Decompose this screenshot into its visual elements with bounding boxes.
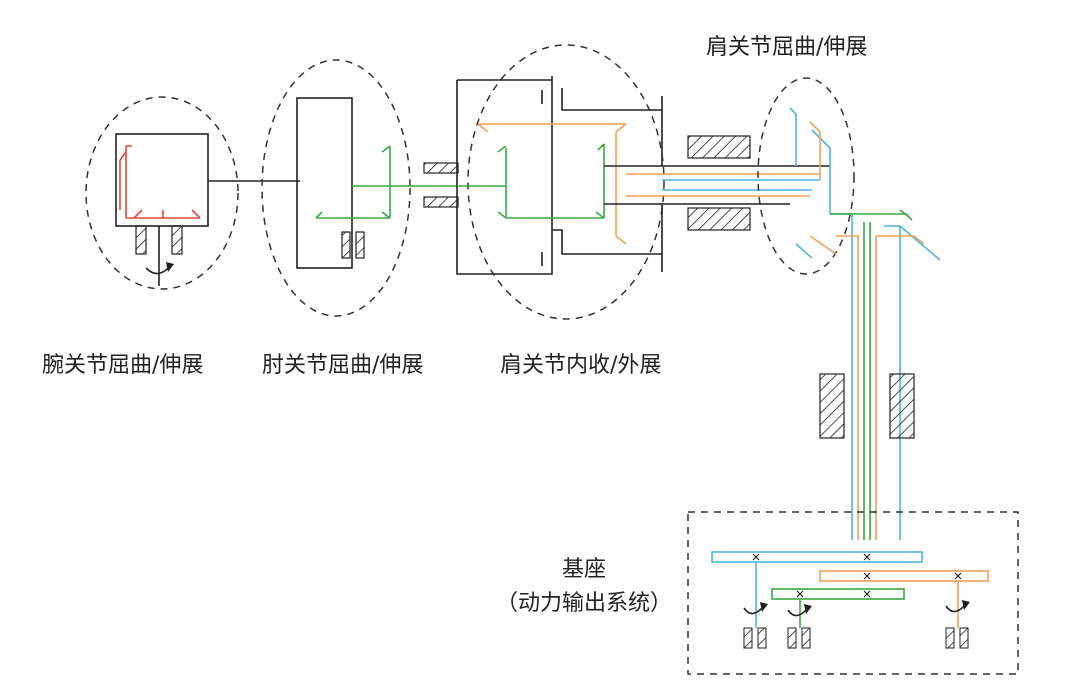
motor-bearing-1a xyxy=(743,627,753,649)
abduction-orange-top-ticks xyxy=(477,123,627,133)
wrist-joint: 腕关节屈曲/伸展 xyxy=(42,96,300,378)
wrist-housing xyxy=(115,133,209,227)
base-green-gear-bar xyxy=(771,588,905,600)
upper-arm-bearing-bottom xyxy=(687,207,751,231)
flexion-blue-right xyxy=(811,129,831,214)
elbow-green-gear-ticks xyxy=(381,145,391,219)
wrist-label: 腕关节屈曲/伸展 xyxy=(42,353,203,378)
link-bearing-top xyxy=(423,162,459,174)
wrist-dashed-boundary xyxy=(85,96,239,290)
elbow-dashed-boundary xyxy=(261,59,411,317)
motor-arrowhead-2 xyxy=(804,604,812,614)
abduction-orange-tick xyxy=(615,235,627,245)
wrist-rotation-arrowhead xyxy=(166,262,174,272)
motor-rotation-arrow-1 xyxy=(743,605,765,615)
elbow-joint: 肘关节屈曲/伸展 xyxy=(261,59,457,378)
wrist-bearing-right xyxy=(171,225,183,255)
motor-bearing-1b xyxy=(757,627,767,649)
elbow-bearing-left xyxy=(341,231,351,259)
flexion-orange-upper xyxy=(809,121,821,180)
column-bearing-right xyxy=(889,373,915,439)
flexion-orange-vertical-right xyxy=(875,235,925,540)
wrist-rotation-arrow xyxy=(145,265,171,275)
motor-arrowhead-3 xyxy=(962,600,970,610)
elbow-label: 肘关节屈曲/伸展 xyxy=(262,353,423,378)
flexion-orange-vertical-left xyxy=(809,235,859,540)
base-x-marks xyxy=(752,553,962,598)
flexion-blue-upper xyxy=(789,107,797,166)
shoulder-abduction-housing xyxy=(456,76,663,275)
base-orange-gear-bar xyxy=(819,570,989,582)
abduction-green-gear-right-ticks xyxy=(595,143,605,219)
elbow-bearing-right xyxy=(355,231,365,259)
abduction-green-gear-left-ticks xyxy=(497,145,507,219)
upper-arm-bearing-top xyxy=(687,135,751,159)
wrist-bearing-left xyxy=(135,225,147,255)
link-bearing-bottom xyxy=(423,196,459,208)
upper-arm-shaft xyxy=(604,135,830,231)
elbow-housing xyxy=(296,97,353,269)
base-subtitle: （动力输出系统） xyxy=(496,591,672,616)
column-bearing-left xyxy=(819,373,845,439)
shoulder-flexion-dashed-boundary xyxy=(757,77,855,275)
motor-arrowhead-1 xyxy=(760,602,768,612)
wrist-red-gear-vertical xyxy=(119,145,132,218)
shoulder-abduction-label: 肩关节内收/外展 xyxy=(500,353,661,378)
flexion-green-tick xyxy=(899,209,909,217)
shoulder-abduction-housing-top xyxy=(561,88,663,111)
shoulder-abduction-joint: 肩关节内收/外展 xyxy=(456,44,665,378)
shoulder-flexion-joint: 肩关节屈曲/伸展 xyxy=(706,35,941,540)
base-power-system: 基座 （动力输出系统） xyxy=(496,511,1019,675)
motor-rotation-arrow-2 xyxy=(787,607,809,617)
base-dashed-boundary xyxy=(687,511,1019,675)
motor-bearing-3b xyxy=(959,627,969,649)
motor-bearing-2a xyxy=(787,627,797,649)
motor-rotation-arrow-3 xyxy=(945,603,967,613)
shoulder-abduction-dashed-boundary xyxy=(467,44,665,320)
motor-bearing-2b xyxy=(801,627,811,649)
base-blue-gear-bar xyxy=(711,551,923,563)
motor-bearing-3a xyxy=(945,627,955,649)
shoulder-flexion-label: 肩关节屈曲/伸展 xyxy=(706,35,867,60)
base-title: 基座 xyxy=(562,557,606,582)
elbow-green-gear-tick xyxy=(315,211,323,219)
